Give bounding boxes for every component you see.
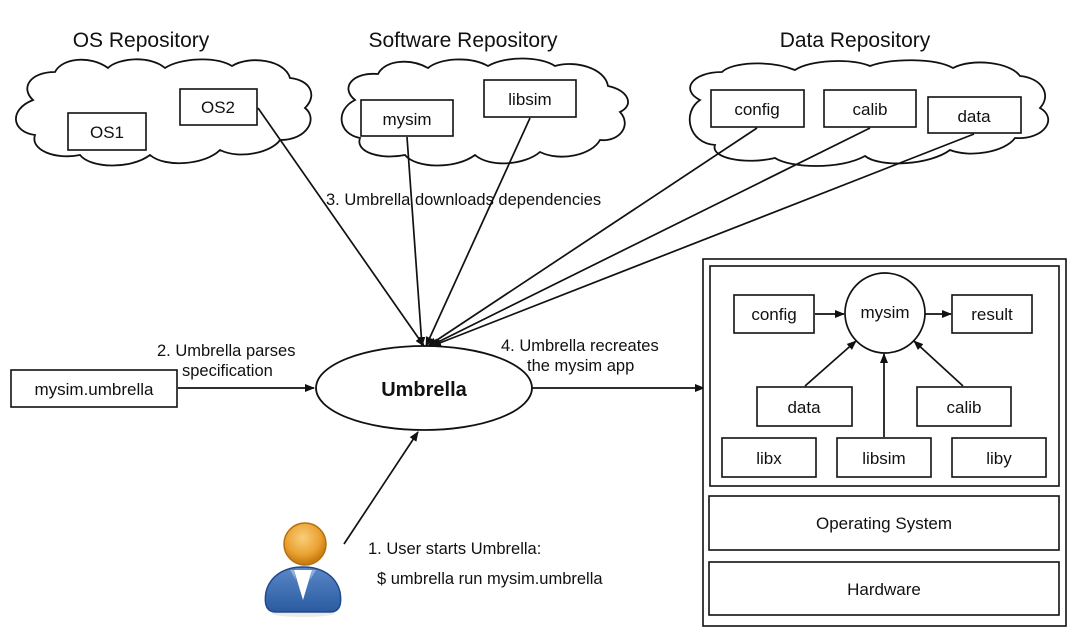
download-arrows [257,107,975,347]
app-libx-label: libx [756,449,782,468]
data-repository-title: Data Repository [780,29,931,52]
step4-label-line1: 4. Umbrella recreates [501,337,659,355]
arrow-data-to-umbrella [431,133,975,347]
arrow-calib-to-mysim [913,340,964,387]
step4-label-line2: the mysim app [527,357,634,375]
libsim-repo-box [483,79,577,118]
spec-file-box [10,369,178,408]
arrow-mysim-to-umbrella [406,136,426,347]
arrow-config-to-umbrella [427,127,758,347]
arrow-os2-to-umbrella [257,107,425,347]
step2-label-line2: specification [182,362,273,380]
app-mysim-label: mysim [860,303,909,322]
software-repository-title: Software Repository [368,29,558,52]
os2-label: OS2 [201,98,235,117]
os-repository-title: OS Repository [73,29,210,52]
os-repository-cloud [15,58,313,167]
arrow-libsim-to-umbrella [425,117,531,347]
app-data-label: data [787,398,821,417]
os1-box [67,112,147,151]
app-config-box [733,294,815,334]
mysim-repo-label: mysim [382,110,431,129]
app-result-label: result [971,305,1013,324]
app-liby-label: liby [986,449,1012,468]
libsim-repo-label: libsim [508,90,551,109]
arrow-user-to-umbrella [343,431,419,545]
app-liby-box [951,437,1047,478]
os1-label: OS1 [90,123,124,142]
arrow-data-to-mysim [804,340,857,387]
os-repository: OS Repository OS1 OS2 [15,29,313,167]
hardware-label: Hardware [847,580,921,599]
app-libsim-box [836,437,932,478]
data-repo-label: data [957,107,991,126]
mysim-repo-box [360,99,454,137]
step1-label-line1: 1. User starts Umbrella: [368,540,541,558]
app-calib-box [916,386,1012,427]
app-data-box [756,386,853,427]
software-repository: Software Repository mysim libsim [340,29,629,167]
calib-repo-label: calib [853,100,888,119]
config-repo-label: config [734,100,779,119]
app-config-label: config [751,305,796,324]
app-result-box [951,294,1033,334]
app-stack: config mysim result data calib libx libs… [702,258,1067,627]
data-repo-box [927,96,1022,134]
calib-repo-box [823,89,917,128]
app-libx-box [721,437,817,478]
spec-file-label: mysim.umbrella [34,380,154,399]
arrow-calib-to-umbrella [429,127,871,347]
app-libsim-label: libsim [862,449,905,468]
hardware-layer [708,561,1060,616]
step2-label-line1: 2. Umbrella parses [157,342,295,360]
operating-system-layer [708,495,1060,551]
operating-system-label: Operating System [816,514,952,533]
step3-label: 3. Umbrella downloads dependencies [326,191,601,209]
umbrella-node-label: Umbrella [381,379,467,401]
os2-box [179,88,258,126]
user-person-icon [264,522,342,617]
data-repository: Data Repository config calib data [688,29,1050,167]
app-calib-label: calib [947,398,982,417]
config-repo-box [710,89,805,128]
step1-label-line2: $ umbrella run mysim.umbrella [377,570,603,588]
